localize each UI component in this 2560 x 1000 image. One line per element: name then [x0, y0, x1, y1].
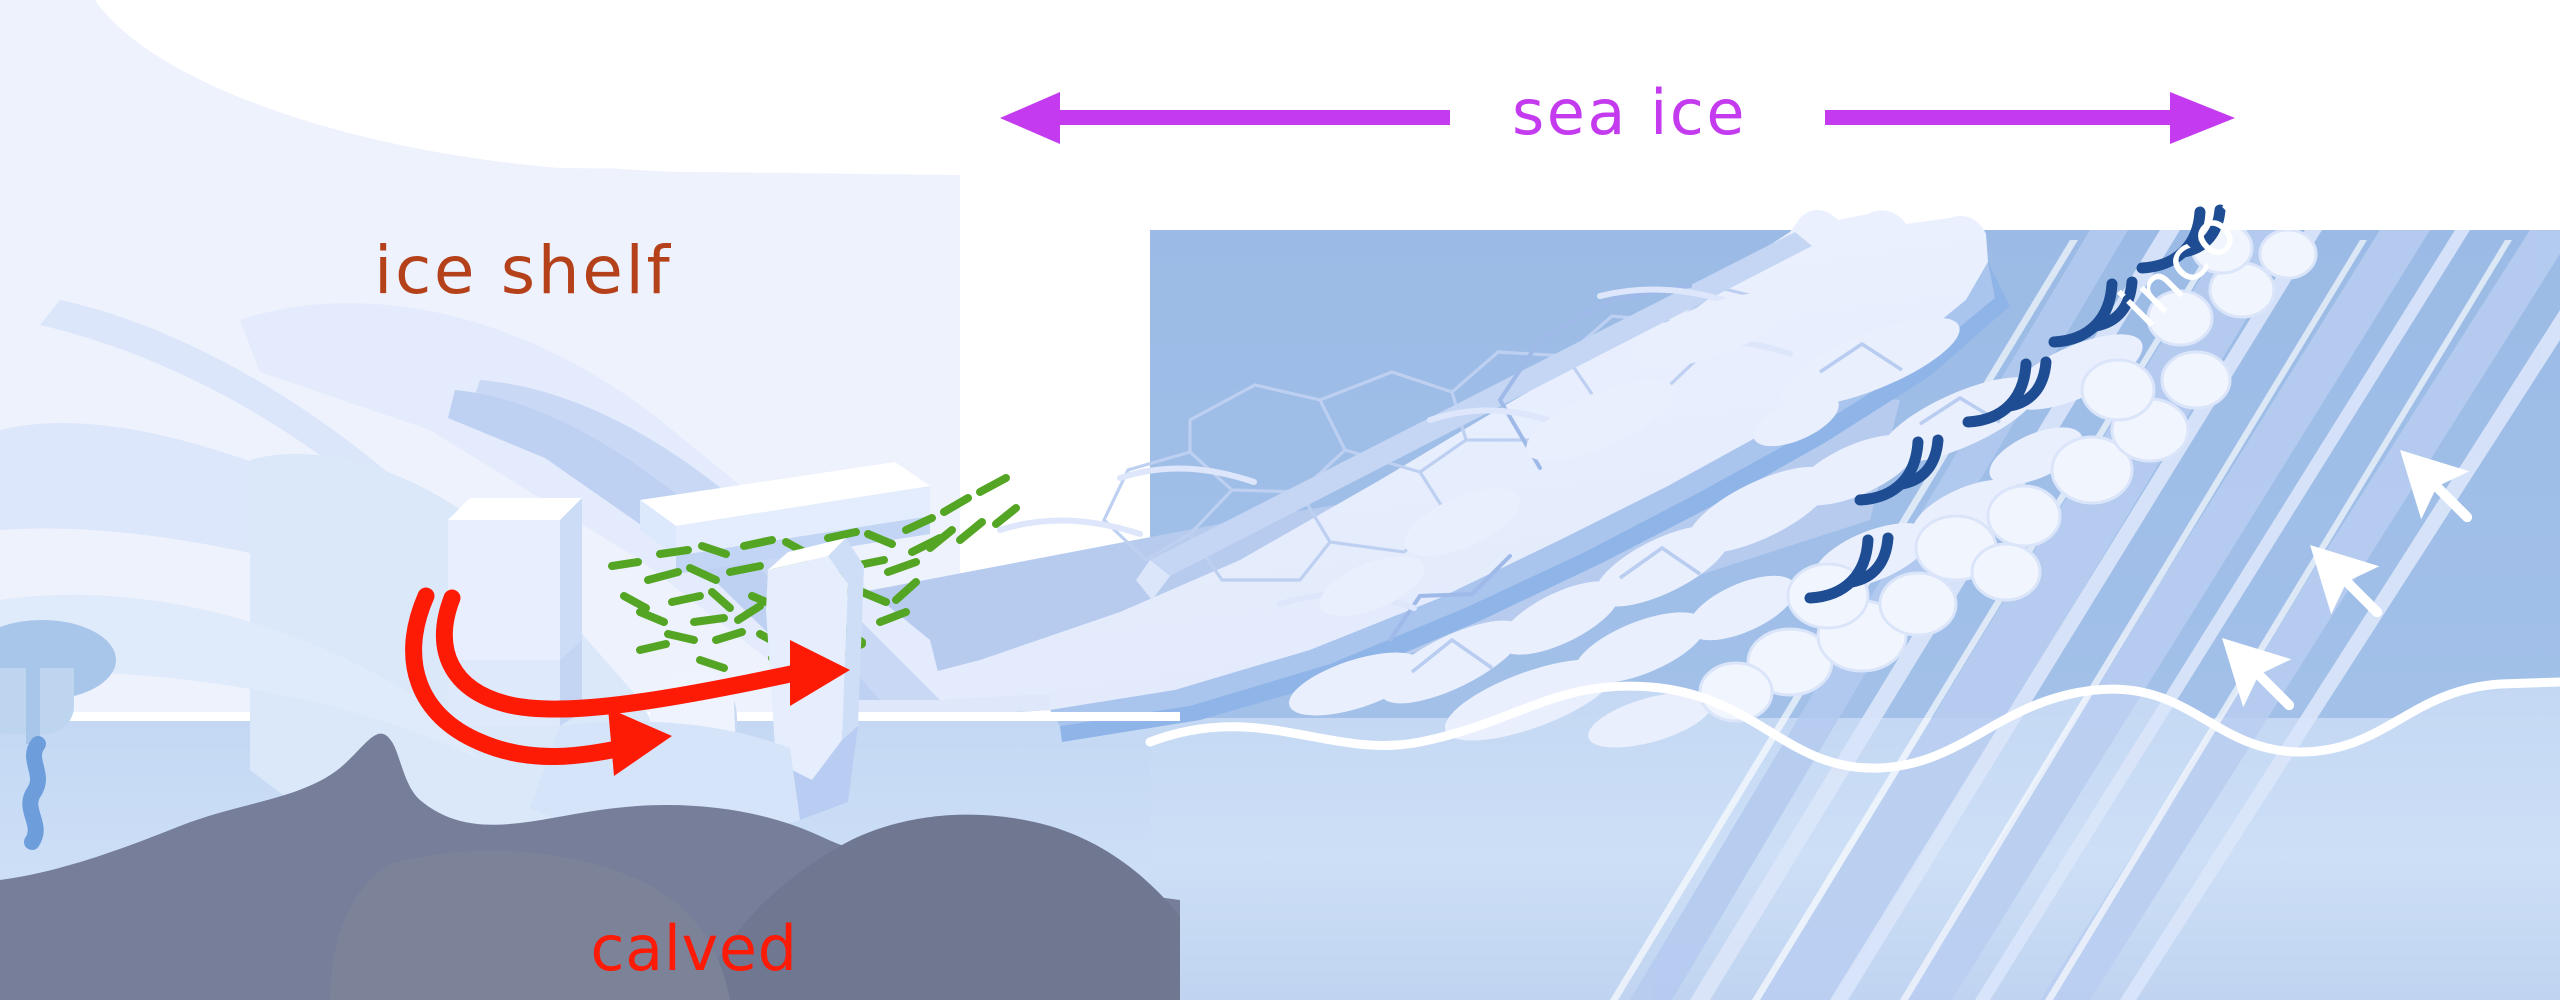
swell-arrow-group	[2222, 450, 2473, 711]
wave-ripple-glyph-group	[1804, 204, 2226, 604]
ripple-glyph	[1854, 434, 1944, 506]
ice-floe	[1380, 620, 1524, 704]
ice-floe	[1780, 317, 1960, 407]
ice-floe	[1632, 292, 1792, 368]
iceberg-top	[768, 538, 846, 570]
sea-ice-arrow-left-head	[1000, 92, 1060, 144]
ocean-mooring	[0, 620, 116, 850]
sea-ice-arrow-right-shaft	[1825, 110, 2170, 125]
swell-crest	[1975, 230, 2470, 1000]
buoy-stem	[26, 666, 40, 744]
long-crack-lines	[1388, 284, 1692, 642]
swell-crest	[1830, 230, 2322, 1000]
swell-highlight	[2045, 240, 2512, 1000]
ice-floe	[1574, 612, 1706, 684]
ice-floe	[1404, 487, 1520, 557]
ripple-glyph	[1962, 356, 2052, 428]
ice-floe	[1753, 393, 1839, 447]
ripple-glyph	[2136, 204, 2226, 274]
ice-floe	[1588, 692, 1712, 748]
slab-top	[640, 462, 930, 526]
pressure-ridge	[1150, 232, 1812, 576]
mooring-cable	[22, 736, 46, 850]
pancake-floe	[2050, 435, 2134, 505]
shelf-submerged-mass-left	[0, 594, 480, 760]
iceberg-side	[828, 538, 864, 740]
calving-arrow-group	[405, 587, 850, 776]
slab-front-face	[676, 486, 930, 556]
ice-floe	[1526, 379, 1674, 461]
swell-highlight	[1900, 240, 2367, 1000]
pressure-ridge-end	[1136, 560, 1170, 600]
ice-block	[448, 520, 560, 660]
ice-floe	[1319, 556, 1425, 616]
pancake-floe	[1986, 484, 2062, 548]
wavy-waterline	[1145, 677, 2560, 773]
sea-ice-arrow-right-head	[2170, 92, 2235, 144]
ice-floe	[1499, 581, 1621, 655]
swell-arrow	[2222, 638, 2295, 711]
pancake-floe	[1970, 542, 2042, 602]
pancake-floe	[2160, 350, 2232, 410]
ice-cliff-blocks	[448, 498, 582, 726]
ice-floe	[1688, 575, 1796, 641]
pancake-ice-cluster	[1698, 230, 2318, 723]
pancake-floe	[2258, 230, 2318, 280]
slab-left-face	[640, 500, 676, 556]
calving-arrow-upper-shaft	[435, 589, 809, 718]
bedrock-mound-dark	[700, 814, 1180, 1000]
calving-arrow-lower-head	[608, 708, 672, 776]
ripple-glyph	[1804, 532, 1894, 604]
ice-block-side	[560, 498, 582, 660]
ice-floe	[1289, 652, 1423, 716]
swell-band	[2040, 230, 2560, 1000]
ice-floe	[1989, 427, 2083, 485]
ice-block-top	[448, 498, 582, 520]
sea-ice-arrow-left-shaft	[1060, 110, 1450, 125]
sea-ice-left-face	[845, 688, 1050, 716]
swell-highlight	[1752, 240, 2222, 1000]
ripple-glyph	[2048, 276, 2138, 348]
calving-arrow-upper-head	[790, 640, 850, 706]
bedrock-mound-light	[330, 850, 730, 1000]
swell-band	[1900, 230, 2430, 1000]
swell-crest	[2120, 310, 2560, 1000]
sea-ice-extent-arrow	[1000, 92, 2235, 144]
swell-arrow	[2310, 545, 2383, 618]
pancake-floe	[1878, 571, 1958, 637]
snow-dome-top	[0, 0, 960, 172]
swell-arrow	[2400, 450, 2473, 523]
pancake-floe	[2146, 289, 2214, 347]
calving-arrow-lower-shaft	[405, 587, 649, 766]
pancake-floe	[2080, 358, 2156, 422]
